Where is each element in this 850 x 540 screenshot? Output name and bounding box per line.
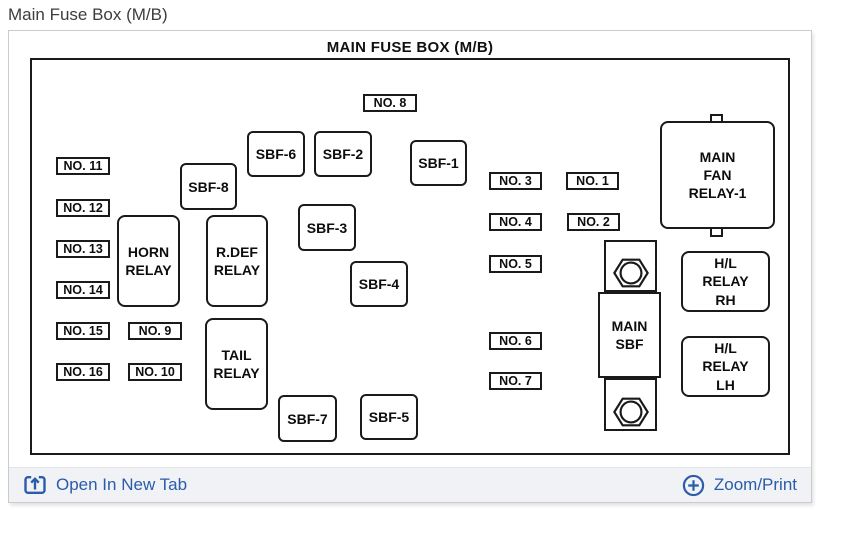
main-sbf-bottom-terminal bbox=[604, 378, 657, 431]
bolt-icon bbox=[611, 373, 651, 435]
fuse-no-2: NO. 2 bbox=[567, 213, 620, 231]
fuse-sbf-6: SBF-6 bbox=[247, 131, 305, 177]
headlight-relay-rh: H/L RELAY RH bbox=[681, 251, 770, 312]
fuse-no-15: NO. 15 bbox=[56, 322, 110, 340]
fuse-no-9: NO. 9 bbox=[128, 322, 182, 340]
fuse-no-16: NO. 16 bbox=[56, 363, 110, 381]
fuse-no-6: NO. 6 bbox=[489, 332, 542, 350]
main-fan-relay-1: MAIN FAN RELAY-1 bbox=[660, 121, 775, 229]
fuse-no-4: NO. 4 bbox=[489, 213, 542, 231]
zoom-plus-icon bbox=[682, 474, 705, 497]
fuse-sbf-8: SBF-8 bbox=[180, 163, 237, 210]
headlight-relay-lh: H/L RELAY LH bbox=[681, 336, 770, 397]
open-in-new-tab-icon bbox=[23, 474, 47, 496]
fuse-no-7: NO. 7 bbox=[489, 372, 542, 390]
footer-action-bar: Open In New Tab Zoom/Print bbox=[9, 467, 811, 502]
zoom-print-label: Zoom/Print bbox=[713, 475, 797, 494]
fuse-no-13: NO. 13 bbox=[56, 240, 110, 258]
fuse-no-5: NO. 5 bbox=[489, 255, 542, 273]
tail-relay: TAIL RELAY bbox=[205, 318, 268, 410]
fuse-no-11: NO. 11 bbox=[56, 157, 110, 175]
main-sbf-fuse: MAIN SBF bbox=[598, 292, 661, 378]
fuse-no-12: NO. 12 bbox=[56, 199, 110, 217]
fuse-sbf-7: SBF-7 bbox=[278, 395, 337, 442]
diagram-title: MAIN FUSE BOX (M/B) bbox=[326, 39, 494, 56]
rear-defogger-relay: R.DEF RELAY bbox=[206, 215, 268, 307]
fuse-no-3: NO. 3 bbox=[489, 172, 542, 190]
open-in-new-tab-button[interactable]: Open In New Tab bbox=[23, 474, 187, 496]
bolt-icon bbox=[611, 235, 651, 297]
zoom-print-button[interactable]: Zoom/Print bbox=[682, 474, 797, 497]
fuse-sbf-1: SBF-1 bbox=[410, 140, 467, 186]
fuse-sbf-5: SBF-5 bbox=[360, 394, 418, 440]
fuse-no-10: NO. 10 bbox=[128, 363, 182, 381]
open-in-new-tab-label: Open In New Tab bbox=[56, 475, 188, 494]
fuse-no-14: NO. 14 bbox=[56, 281, 110, 299]
fuse-sbf-2: SBF-2 bbox=[314, 131, 372, 177]
fuse-no-1: NO. 1 bbox=[566, 172, 619, 190]
fuse-no-8: NO. 8 bbox=[363, 94, 417, 112]
main-sbf-top-terminal bbox=[604, 240, 657, 292]
page-title: Main Fuse Box (M/B) bbox=[8, 5, 168, 24]
fuse-sbf-3: SBF-3 bbox=[298, 204, 356, 251]
fuse-sbf-4: SBF-4 bbox=[350, 261, 408, 307]
horn-relay: HORN RELAY bbox=[117, 215, 180, 307]
